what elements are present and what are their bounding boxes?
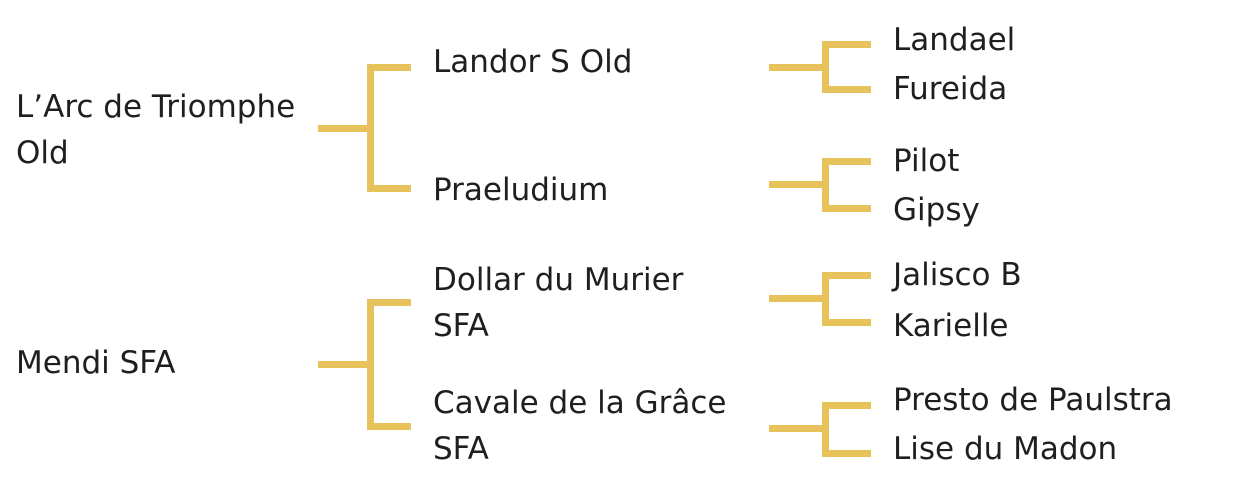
sire-dam-sire-name: Pilot (893, 143, 960, 179)
sire-sire-name: Landor S Old (433, 44, 633, 80)
dam-dam-name: Cavale de la Grâce SFA (433, 385, 727, 467)
dam-sire-sire-name: Jalisco B (893, 257, 1022, 293)
dam-name: Mendi SFA (16, 345, 176, 381)
dam-dam-sire-name: Presto de Paulstra (893, 382, 1173, 418)
sire-dam-name: Praeludium (433, 172, 609, 208)
sire-sire-dam-name: Fureida (893, 71, 1008, 107)
dam-dam-dam-name: Lise du Madon (893, 431, 1118, 467)
sire-sire-sire-name: Landael (893, 22, 1016, 58)
sire-name: L’Arc de Triomphe Old (16, 89, 296, 171)
dam-sire-name: Dollar du Murier SFA (433, 262, 684, 344)
dam-sire-dam-name: Karielle (893, 308, 1009, 344)
sire-dam-dam-name: Gipsy (893, 192, 980, 228)
